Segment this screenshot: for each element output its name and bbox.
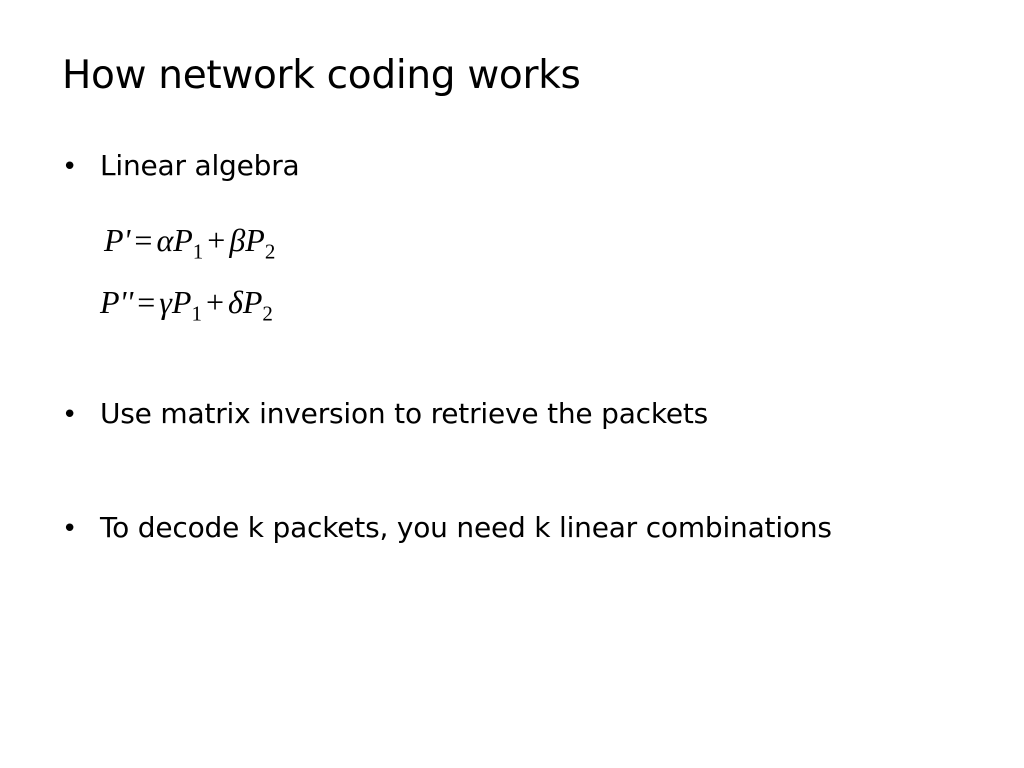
- equals-sign: =: [137, 284, 156, 320]
- subscript: 2: [264, 239, 276, 264]
- equation: P''=γP1+δP2: [100, 284, 275, 346]
- equation-lhs: P': [104, 222, 131, 258]
- packet-variable: P: [245, 222, 265, 258]
- coefficient: δ: [227, 284, 243, 320]
- bullet-icon: •: [62, 400, 78, 430]
- plus-sign: +: [205, 284, 224, 320]
- bullet-icon: •: [62, 514, 78, 544]
- packet-variable: P: [242, 284, 263, 320]
- bullet-text: Linear algebra: [100, 149, 300, 182]
- packet-variable: P: [171, 284, 192, 320]
- plus-sign: +: [207, 222, 226, 258]
- bullet-item: • Linear algebra: [62, 148, 300, 185]
- equals-sign: =: [134, 222, 153, 258]
- coefficient: α: [156, 222, 174, 258]
- equation: P'=αP1+βP2: [104, 222, 275, 284]
- subscript: 2: [262, 301, 273, 326]
- coefficient: γ: [159, 284, 172, 320]
- coefficient: β: [229, 222, 246, 258]
- subscript: 1: [191, 301, 202, 326]
- bullet-item: • Use matrix inversion to retrieve the p…: [62, 396, 708, 433]
- bullet-text: Use matrix inversion to retrieve the pac…: [100, 397, 709, 430]
- slide-title: How network coding works: [62, 53, 581, 98]
- subscript: 1: [192, 239, 204, 264]
- equation-lhs: P'': [100, 284, 134, 320]
- bullet-item: • To decode k packets, you need k linear…: [62, 510, 832, 547]
- bullet-icon: •: [62, 152, 78, 182]
- packet-variable: P: [173, 222, 193, 258]
- bullet-text: To decode k packets, you need k linear c…: [100, 511, 832, 544]
- equation-block: P'=αP1+βP2 P''=γP1+δP2: [100, 222, 275, 346]
